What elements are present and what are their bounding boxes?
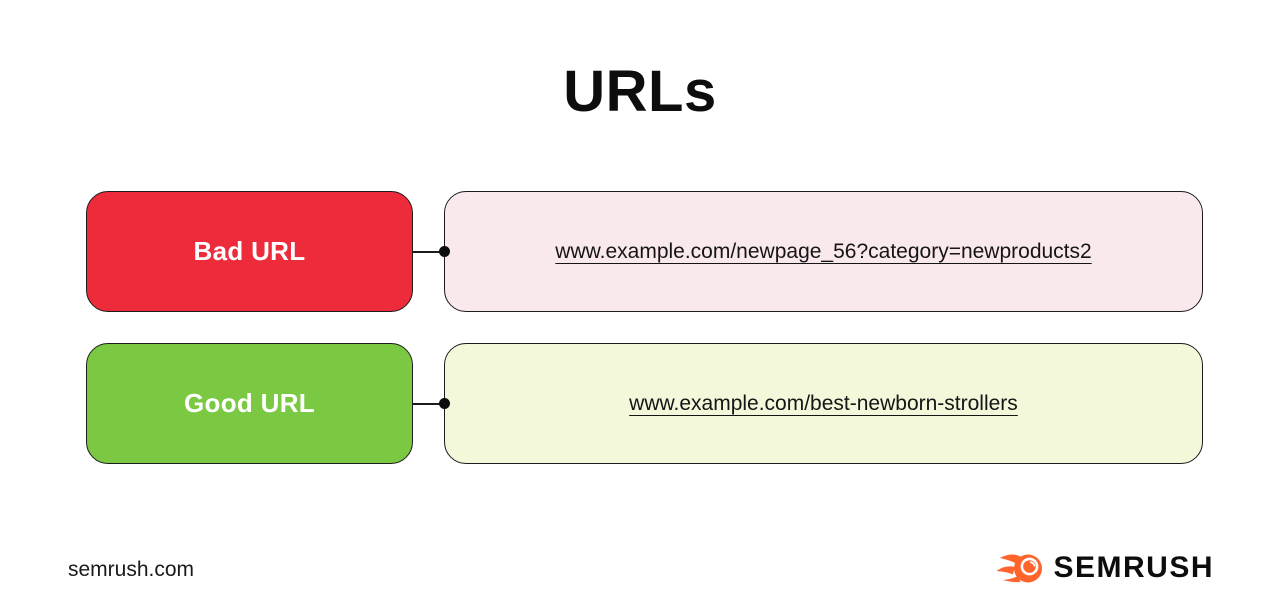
page-title: URLs xyxy=(563,59,717,124)
bad-url-row: Bad URL www.example.com/newpage_56?categ… xyxy=(86,191,1203,312)
good-url-link[interactable]: www.example.com/best-newborn-strollers xyxy=(629,391,1018,415)
good-url-connector xyxy=(413,343,450,464)
bad-url-label-box: Bad URL xyxy=(86,191,413,312)
semrush-logo: SEMRUSH xyxy=(996,550,1214,586)
connector-line xyxy=(413,402,444,405)
connector-dot xyxy=(439,246,450,257)
good-url-value-box: www.example.com/best-newborn-strollers xyxy=(444,343,1203,464)
good-url-row: Good URL www.example.com/best-newborn-st… xyxy=(86,343,1203,464)
bad-url-value-box: www.example.com/newpage_56?category=newp… xyxy=(444,191,1203,312)
semrush-logo-text: SEMRUSH xyxy=(1053,551,1214,584)
bad-url-label: Bad URL xyxy=(193,236,306,266)
footer-site-text: semrush.com xyxy=(68,558,195,581)
connector-line xyxy=(413,250,444,253)
bad-url-connector xyxy=(413,191,450,312)
bad-url-link[interactable]: www.example.com/newpage_56?category=newp… xyxy=(555,239,1092,263)
connector-dot xyxy=(439,398,450,409)
good-url-label: Good URL xyxy=(184,388,315,418)
semrush-logo-icon xyxy=(996,554,1043,583)
good-url-label-box: Good URL xyxy=(86,343,413,464)
